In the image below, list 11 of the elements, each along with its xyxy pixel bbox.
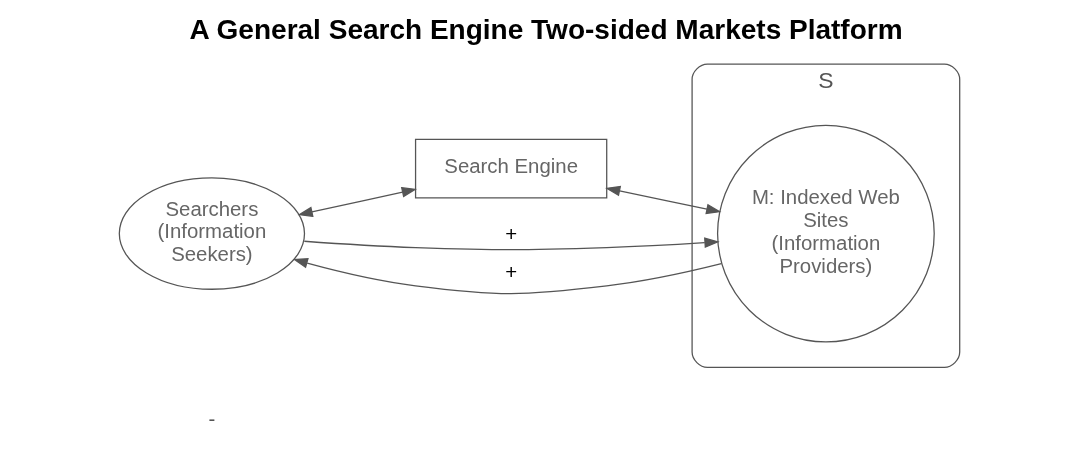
diagram-title: A General Search Engine Two-sided Markets Platform bbox=[189, 14, 903, 46]
arrow bbox=[292, 258, 722, 295]
node-ellipse: Searchers (Information Seekers) bbox=[118, 177, 306, 290]
label: - bbox=[208, 407, 216, 430]
arrow bbox=[303, 237, 720, 251]
node-circle: M: Indexed Web Sites (Information Providers) bbox=[716, 124, 935, 343]
node-box: Search Engine bbox=[414, 138, 608, 199]
arrow bbox=[297, 187, 417, 218]
arrow bbox=[605, 185, 722, 215]
edge-label: + bbox=[505, 261, 518, 284]
edge-label: + bbox=[505, 222, 518, 245]
